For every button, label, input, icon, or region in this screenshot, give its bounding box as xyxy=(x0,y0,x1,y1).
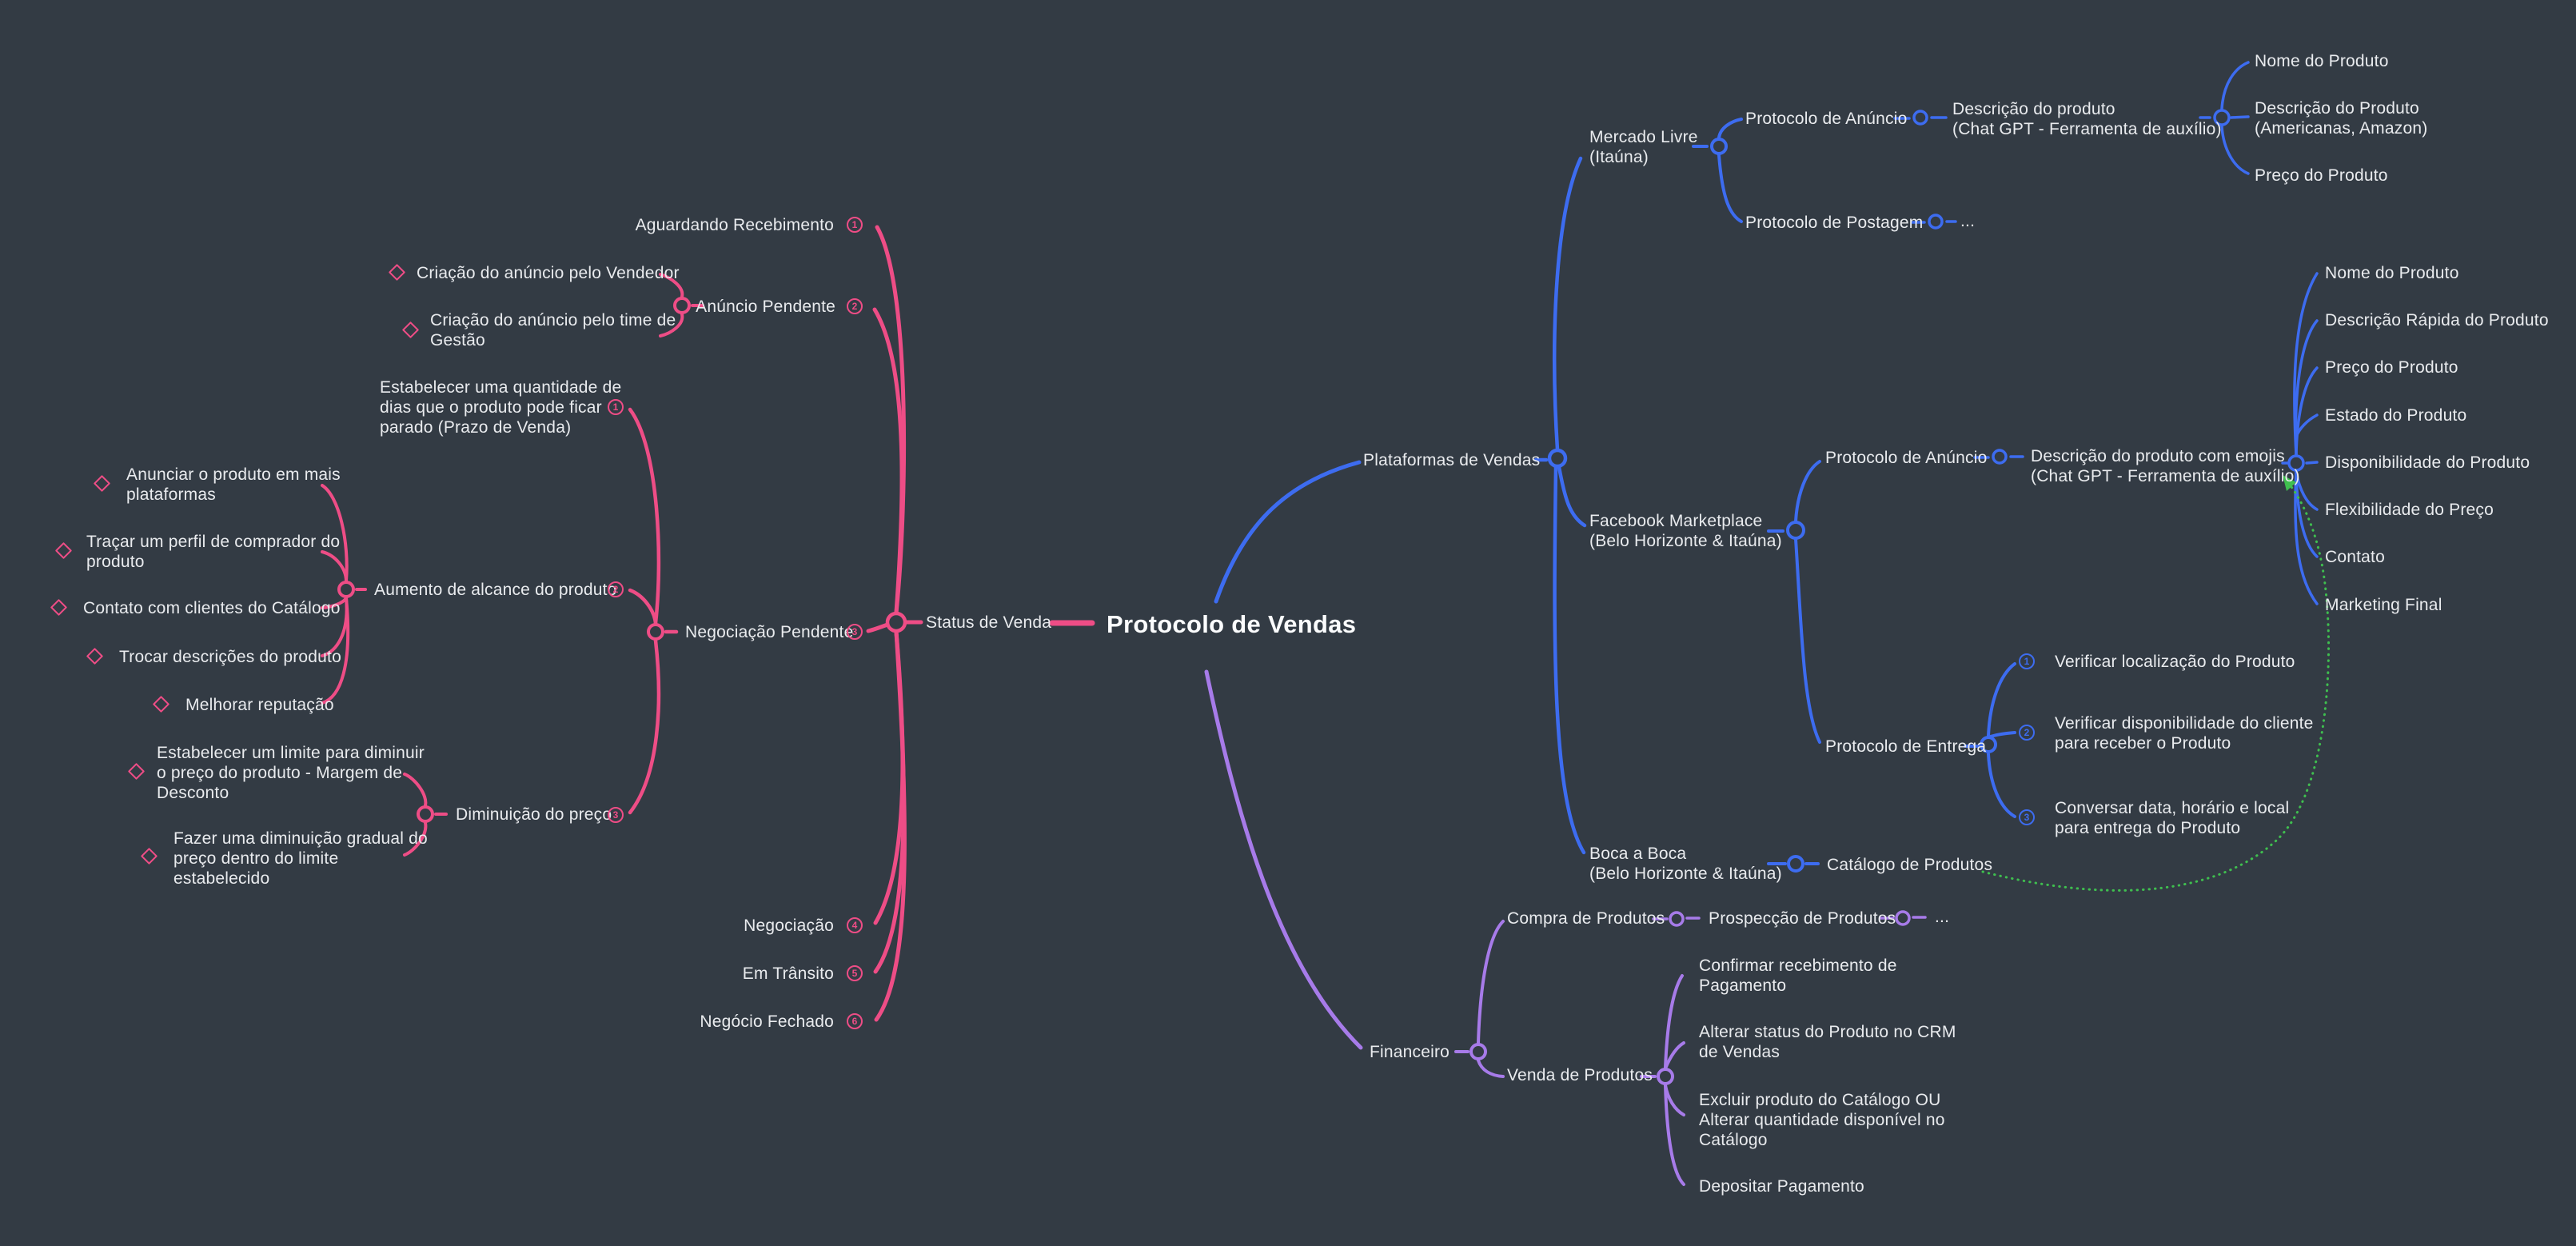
node-protocolo-de-vendas[interactable]: Protocolo de Vendas xyxy=(1107,610,1357,638)
node-ml-protocolo-postagem[interactable]: Protocolo de Postagem xyxy=(1745,214,1924,232)
node-venda-de-produtos[interactable]: Venda de Produtos xyxy=(1507,1066,1653,1084)
blue-branch-wires xyxy=(1214,61,2319,873)
node-alterar-status-crm[interactable]: Alterar status do Produto no CRM de Vend… xyxy=(1699,1023,1956,1061)
step-badge: 3 xyxy=(847,624,863,640)
node-financeiro[interactable]: Financeiro xyxy=(1370,1043,1450,1061)
node-prazo-de-venda[interactable]: Estabelecer uma quantidade de dias que o… xyxy=(380,378,622,437)
node-ml-nome-produto[interactable]: Nome do Produto xyxy=(2255,52,2389,70)
node-fb-contato[interactable]: Contato xyxy=(2325,548,2385,566)
node-ml-descricao-americanas-amazon[interactable]: Descrição do Produto (Americanas, Amazon… xyxy=(2255,99,2428,138)
node-negocio-fechado[interactable]: Negócio Fechado xyxy=(700,1012,834,1031)
node-ml-protocolo-anuncio[interactable]: Protocolo de Anúncio xyxy=(1745,110,1908,128)
node-facebook-marketplace[interactable]: Facebook Marketplace (Belo Horizonte & I… xyxy=(1589,512,1782,550)
node-tracar-perfil-comprador[interactable]: Traçar um perfil de comprador do produto xyxy=(86,533,341,571)
node-catalogo-de-produtos[interactable]: Catálogo de Produtos xyxy=(1827,856,1993,874)
step-badge: 1 xyxy=(847,217,863,233)
node-plataformas-de-vendas[interactable]: Plataformas de Vendas xyxy=(1363,451,1541,469)
node-limite-margem-desconto[interactable]: Estabelecer um limite para diminuir o pr… xyxy=(157,744,425,802)
purple-branch-wires xyxy=(1204,669,1927,1186)
node-aumento-de-alcance[interactable]: Aumento de alcance do produto xyxy=(374,581,617,599)
step-badge: 3 xyxy=(2019,809,2035,825)
node-fb-descricao-rapida[interactable]: Descrição Rápida do Produto xyxy=(2325,311,2549,329)
node-diminuicao-do-preco[interactable]: Diminuição do preço xyxy=(456,805,612,824)
step-badge: 2 xyxy=(608,581,624,597)
node-fb-estado-produto[interactable]: Estado do Produto xyxy=(2325,406,2467,425)
node-depositar-pagamento[interactable]: Depositar Pagamento xyxy=(1699,1177,1864,1196)
pink-branch-wires xyxy=(321,225,1095,1022)
node-contato-clientes-catalogo[interactable]: Contato com clientes do Catálogo xyxy=(83,599,341,617)
node-ml-postagem-ellipsis[interactable]: ... xyxy=(1960,212,1976,230)
step-badge: 1 xyxy=(608,399,624,415)
node-fb-protocolo-anuncio[interactable]: Protocolo de Anúncio xyxy=(1825,449,1988,467)
node-verificar-localizacao[interactable]: Verificar localização do Produto xyxy=(2055,653,2295,671)
node-em-transito[interactable]: Em Trânsito xyxy=(742,964,834,983)
step-badge: 2 xyxy=(847,298,863,314)
node-boca-a-boca[interactable]: Boca a Boca (Belo Horizonte & Itaúna) xyxy=(1589,845,1782,883)
node-criacao-anuncio-vendedor[interactable]: Criação do anúncio pelo Vendedor xyxy=(417,264,680,282)
node-anunciar-mais-plataformas[interactable]: Anunciar o produto em mais plataformas xyxy=(126,465,341,504)
node-verificar-disponibilidade-cliente[interactable]: Verificar disponibilidade do cliente par… xyxy=(2055,714,2314,753)
node-prospeccao-de-produtos[interactable]: Prospecção de Produtos xyxy=(1709,909,1896,928)
node-ml-preco-produto[interactable]: Preço do Produto xyxy=(2255,166,2388,185)
step-badge: 5 xyxy=(847,965,863,981)
node-fb-flexibilidade-preco[interactable]: Flexibilidade do Preço xyxy=(2325,501,2494,519)
node-fb-nome-produto[interactable]: Nome do Produto xyxy=(2325,264,2459,282)
node-ml-descricao-produto[interactable]: Descrição do produto (Chat GPT - Ferrame… xyxy=(1952,100,2222,138)
green-reference-arrow xyxy=(1981,475,2331,892)
node-melhorar-reputacao[interactable]: Melhorar reputação xyxy=(185,696,334,714)
step-badge: 1 xyxy=(2019,653,2035,669)
node-fb-disponibilidade-produto[interactable]: Disponibilidade do Produto xyxy=(2325,453,2530,472)
node-fb-protocolo-entrega[interactable]: Protocolo de Entrega xyxy=(1825,737,1987,756)
node-criacao-anuncio-time-gestao[interactable]: Criação do anúncio pelo time de Gestão xyxy=(430,311,676,349)
node-prospeccao-ellipsis[interactable]: ... xyxy=(1935,908,1950,926)
node-fb-preco-produto[interactable]: Preço do Produto xyxy=(2325,358,2458,377)
node-anuncio-pendente[interactable]: Anúncio Pendente xyxy=(696,298,835,316)
node-aguardando-recebimento[interactable]: Aguardando Recebimento xyxy=(635,216,834,234)
step-badge: 2 xyxy=(2019,725,2035,741)
step-badge: 6 xyxy=(847,1013,863,1029)
node-conversar-data-horario-local[interactable]: Conversar data, horário e local para ent… xyxy=(2055,799,2290,837)
node-negociacao[interactable]: Negociação xyxy=(744,917,834,935)
arrowhead-icon xyxy=(2283,475,2296,491)
node-excluir-produto-catalogo[interactable]: Excluir produto do Catálogo OU Alterar q… xyxy=(1699,1091,1945,1149)
node-diminuicao-gradual[interactable]: Fazer uma diminuição gradual do preço de… xyxy=(173,829,428,888)
node-mercado-livre[interactable]: Mercado Livre (Itaúna) xyxy=(1589,128,1698,166)
node-fb-descricao-emojis[interactable]: Descrição do produto com emojis (Chat GP… xyxy=(2031,447,2300,485)
node-fb-marketing-final[interactable]: Marketing Final xyxy=(2325,596,2442,614)
node-trocar-descricoes[interactable]: Trocar descrições do produto xyxy=(119,648,341,666)
node-status-de-venda[interactable]: Status de Venda xyxy=(926,613,1052,632)
node-confirmar-recebimento-pagamento[interactable]: Confirmar recebimento de Pagamento xyxy=(1699,956,1897,995)
node-compra-de-produtos[interactable]: Compra de Produtos xyxy=(1507,909,1665,928)
step-badge: 4 xyxy=(847,917,863,933)
node-negociacao-pendente[interactable]: Negociação Pendente xyxy=(685,623,854,641)
step-badge: 3 xyxy=(608,807,624,823)
